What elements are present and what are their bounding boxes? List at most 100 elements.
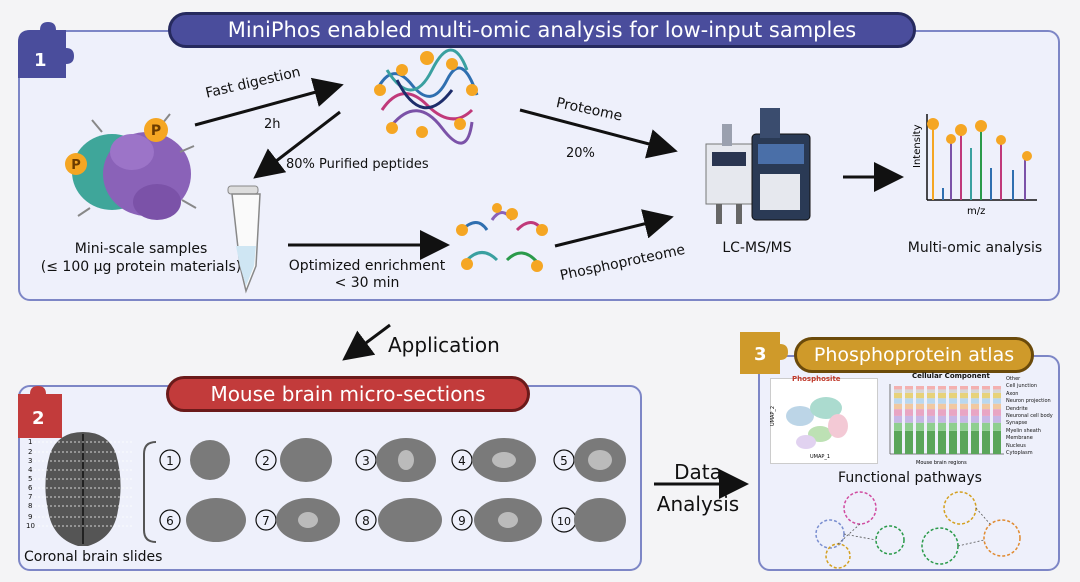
stacked-bar-segment xyxy=(905,415,913,423)
purified-arrow xyxy=(253,110,341,179)
purified-peptides-label: 80% Purified peptides xyxy=(286,157,429,172)
stacked-bar-segment xyxy=(982,386,990,390)
legend-item: Dendrite xyxy=(1006,405,1028,412)
stacked-bar-segment xyxy=(971,430,979,454)
stacked-bar-segment xyxy=(982,415,990,423)
brain-top-view: 1 2 3 4 5 6 7 8 9 10 xyxy=(26,432,132,546)
pathway-network xyxy=(815,491,1021,569)
legend-item: Membrane xyxy=(1006,435,1033,442)
mass-spectrum-plot: Intensity m/z xyxy=(912,114,1037,217)
stacked-bar-segment xyxy=(927,398,935,404)
stacked-bar-segment xyxy=(949,392,957,399)
application-arrow xyxy=(342,323,391,361)
stacked-bar-segment xyxy=(993,389,1001,393)
stacked-bar-segment xyxy=(938,389,946,393)
stacked-bar-segment xyxy=(916,409,924,416)
stacked-bar-segment xyxy=(971,386,979,390)
ruler-tick: 9 xyxy=(28,513,32,521)
stacked-bar-segment xyxy=(960,389,968,393)
cellular-legend: Other Cell junction Axon Neuron projecti… xyxy=(1006,376,1056,457)
ruler-tick: 10 xyxy=(26,522,35,530)
stacked-bar-segment xyxy=(927,415,935,423)
stacked-bar-segment xyxy=(894,409,902,416)
stacked-bar-segment xyxy=(905,392,913,399)
legend-item: Synapse xyxy=(1006,420,1028,427)
panel-2 xyxy=(18,385,642,571)
application-label: Application xyxy=(388,333,500,357)
mz-axis-label: m/z xyxy=(967,206,985,217)
ruler-tick: 2 xyxy=(28,448,32,456)
stacked-bar-segment xyxy=(894,389,902,393)
step-2-number: 2 xyxy=(32,408,45,429)
mass-spectrometer-icon xyxy=(705,108,811,224)
stacked-bar-segment xyxy=(894,398,902,404)
slice-number: 6 xyxy=(166,514,174,528)
stacked-bar-segment xyxy=(982,392,990,399)
stacked-bar-segment xyxy=(927,409,935,416)
stacked-bar-segment xyxy=(949,415,957,423)
ruler-tick: 4 xyxy=(28,466,33,474)
stacked-bar-segment xyxy=(938,430,946,454)
mini-scale-label: Mini-scale samples (≤ 100 µg protein mat… xyxy=(40,241,242,275)
slice-number: 1 xyxy=(166,454,174,468)
slice-number: 9 xyxy=(458,514,466,528)
phosphoprotein-atlas-banner: Phosphoprotein atlas xyxy=(794,337,1034,373)
ruler-tick: 7 xyxy=(28,493,32,501)
stacked-bar-segment xyxy=(993,409,1001,416)
intensity-axis-label: Intensity xyxy=(912,124,923,168)
phospho-badge: P xyxy=(71,158,81,173)
stacked-bar-segment xyxy=(971,392,979,399)
stacked-bar-segment xyxy=(960,386,968,390)
coronal-slides-label: Coronal brain slides xyxy=(24,549,163,565)
stacked-bar-segment xyxy=(905,398,913,404)
stacked-bar-segment xyxy=(916,415,924,423)
twenty-percent-label: 20% xyxy=(566,146,595,161)
two-hours-label: 2h xyxy=(264,117,281,132)
stacked-bar-segment xyxy=(905,386,913,390)
puzzle-piece-1-icon: 1 xyxy=(18,22,74,78)
stacked-bar-segment xyxy=(993,386,1001,390)
coronal-slices: 1 2 3 4 5 6 7 8 9 10 xyxy=(159,438,626,542)
stacked-bar-segment xyxy=(916,386,924,390)
page-title: MiniPhos enabled multi-omic analysis for… xyxy=(227,18,857,42)
legend-item: Neuron projection xyxy=(1006,398,1051,405)
umap-x-label: UMAP_1 xyxy=(810,454,830,460)
stacked-bar-segment xyxy=(982,422,990,431)
stacked-bar-segment xyxy=(971,398,979,404)
stacked-bar-segment xyxy=(982,430,990,454)
phosphopeptides-icon xyxy=(456,203,548,272)
phospho-badge: P xyxy=(151,123,161,139)
stacked-bar-segment xyxy=(949,386,957,390)
slice-number: 5 xyxy=(560,454,568,468)
stacked-bar-segment xyxy=(993,403,1001,410)
stacked-bar-segment xyxy=(916,398,924,404)
slice-number: 8 xyxy=(362,514,370,528)
proteome-arrow xyxy=(519,108,678,159)
sample-tube-icon xyxy=(227,185,261,294)
ruler-tick: 5 xyxy=(28,475,32,483)
stacked-bar-segment xyxy=(927,422,935,431)
stacked-bar-segment xyxy=(960,430,968,454)
umap-scatter: UMAP_2 UMAP_1 xyxy=(770,397,848,460)
stacked-bar-segment xyxy=(938,398,946,404)
stacked-bar-segment xyxy=(916,422,924,431)
stacked-bar-segment xyxy=(993,392,1001,399)
stacked-bar-segment xyxy=(938,403,946,410)
title-banner: MiniPhos enabled multi-omic analysis for… xyxy=(168,12,916,48)
stacked-bar-segment xyxy=(960,409,968,416)
stacked-bar-segment xyxy=(971,389,979,393)
legend-item: Nucleus xyxy=(1006,442,1026,449)
slice-bracket xyxy=(143,441,157,543)
stacked-bar-segment xyxy=(927,403,935,410)
slice-number: 10 xyxy=(557,515,571,528)
stacked-bar-segment xyxy=(894,403,902,410)
cellular-component-bars: Mouse brain regions xyxy=(889,384,1004,466)
stacked-bar-segment xyxy=(894,386,902,390)
stacked-bar-segment xyxy=(971,403,979,410)
fast-digestion-arrow xyxy=(194,77,344,127)
stacked-bar-segment xyxy=(905,409,913,416)
stacked-bar-segment xyxy=(916,403,924,410)
stacked-bar-segment xyxy=(927,389,935,393)
umap-y-label: UMAP_2 xyxy=(770,406,776,426)
